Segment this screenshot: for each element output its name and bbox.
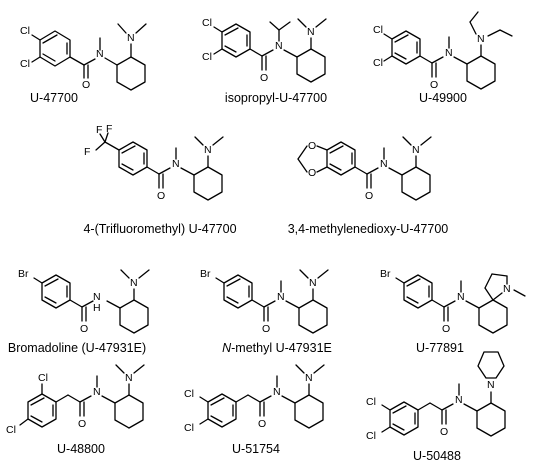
atom-cl: Cl: [202, 17, 212, 29]
structure-u49900: Cl Cl O N N U-49900: [373, 11, 513, 105]
caption-bromadoline: Bromadoline (U-47931E): [8, 341, 146, 355]
atom-cl: Cl: [38, 372, 48, 384]
atom-n: N: [130, 277, 138, 289]
atom-cl: Cl: [6, 424, 16, 436]
structure-u48800: Cl Cl O N N U-48800: [6, 364, 145, 456]
atom-h: H: [93, 302, 101, 314]
atom-o: O: [308, 167, 316, 179]
atom-n: N: [204, 144, 212, 156]
atom-f: F: [96, 124, 102, 136]
atom-cl: Cl: [184, 422, 194, 434]
structure-methylenedioxy-u47700: O O O N N 3,4-methylenedioxy-U-47700: [288, 136, 449, 236]
atom-cl: Cl: [184, 388, 194, 400]
structure-isopropyl-u47700: Cl Cl O N N isopropyl-U-47700: [202, 17, 327, 105]
atom-n: N: [455, 394, 463, 406]
atom-n: N: [275, 40, 283, 52]
atom-o: O: [78, 418, 86, 430]
structure-n-methyl-u47931e: Br O N N N-methyl U-47931E: [200, 268, 332, 355]
atom-o: O: [442, 323, 450, 335]
atom-br: Br: [380, 268, 391, 280]
caption-methylenedioxy-u47700: 3,4-methylenedioxy-U-47700: [288, 222, 449, 236]
caption-u77891: U-77891: [416, 341, 464, 355]
atom-n: N: [457, 291, 465, 303]
atom-n: N: [503, 283, 511, 295]
caption-u50488: U-50488: [413, 449, 461, 463]
atom-cl: Cl: [366, 396, 376, 408]
atom-cl: Cl: [20, 25, 30, 37]
caption-u51754: U-51754: [232, 442, 280, 456]
atom-f: F: [106, 123, 112, 135]
atom-n: N: [477, 33, 485, 45]
atom-n: N: [487, 379, 495, 391]
atom-o: O: [365, 190, 373, 202]
atom-o: O: [260, 72, 268, 84]
atom-cl: Cl: [373, 24, 383, 36]
atom-o: O: [440, 426, 448, 438]
atom-o: O: [258, 418, 266, 430]
atom-o: O: [308, 140, 316, 152]
atom-cl: Cl: [20, 58, 30, 70]
atom-n: N: [307, 26, 315, 38]
atom-cl: Cl: [366, 430, 376, 442]
structure-u47700: Cl Cl O N N U-47700: [20, 23, 147, 105]
atom-f: F: [84, 146, 90, 158]
atom-n: N: [125, 372, 133, 384]
caption-u48800: U-48800: [57, 442, 105, 456]
atom-cl: Cl: [202, 51, 212, 63]
atom-n: N: [127, 32, 135, 44]
atom-n: N: [273, 386, 281, 398]
atom-n: N: [309, 277, 317, 289]
atom-cl: Cl: [373, 57, 383, 69]
atom-br: Br: [18, 268, 29, 280]
caption-u49900: U-49900: [419, 91, 467, 105]
atom-o: O: [157, 190, 165, 202]
atom-n: N: [445, 47, 453, 59]
atom-o: O: [82, 79, 90, 91]
atom-n: N: [93, 386, 101, 398]
caption-n-methyl-u47931e: N-methyl U-47931E: [222, 341, 332, 355]
structure-u77891: Br O N N U-77891: [380, 268, 526, 355]
structure-trifluoromethyl-u47700: F F F O N N 4-(Trifluoromethyl) U-47700: [83, 123, 236, 236]
atom-n: N: [277, 291, 285, 303]
structure-u50488: Cl Cl O N N U-50488: [366, 351, 506, 463]
caption-isopropyl-u47700: isopropyl-U-47700: [225, 91, 327, 105]
atom-n: N: [380, 158, 388, 170]
atom-o: O: [262, 323, 270, 335]
atom-n: N: [172, 158, 180, 170]
atom-br: Br: [200, 268, 211, 280]
structure-u51754: Cl Cl O N N U-51754: [184, 364, 325, 456]
atom-n: N: [96, 48, 104, 60]
atom-o: O: [430, 79, 438, 91]
atom-n: N: [305, 372, 313, 384]
structure-bromadoline: Br O N H N Bromadoline (U-47931E): [8, 268, 150, 355]
atom-n: N: [412, 144, 420, 156]
caption-u47700: U-47700: [30, 91, 78, 105]
caption-trifluoromethyl-u47700: 4-(Trifluoromethyl) U-47700: [83, 222, 236, 236]
atom-n: N: [93, 291, 101, 303]
atom-o: O: [80, 323, 88, 335]
